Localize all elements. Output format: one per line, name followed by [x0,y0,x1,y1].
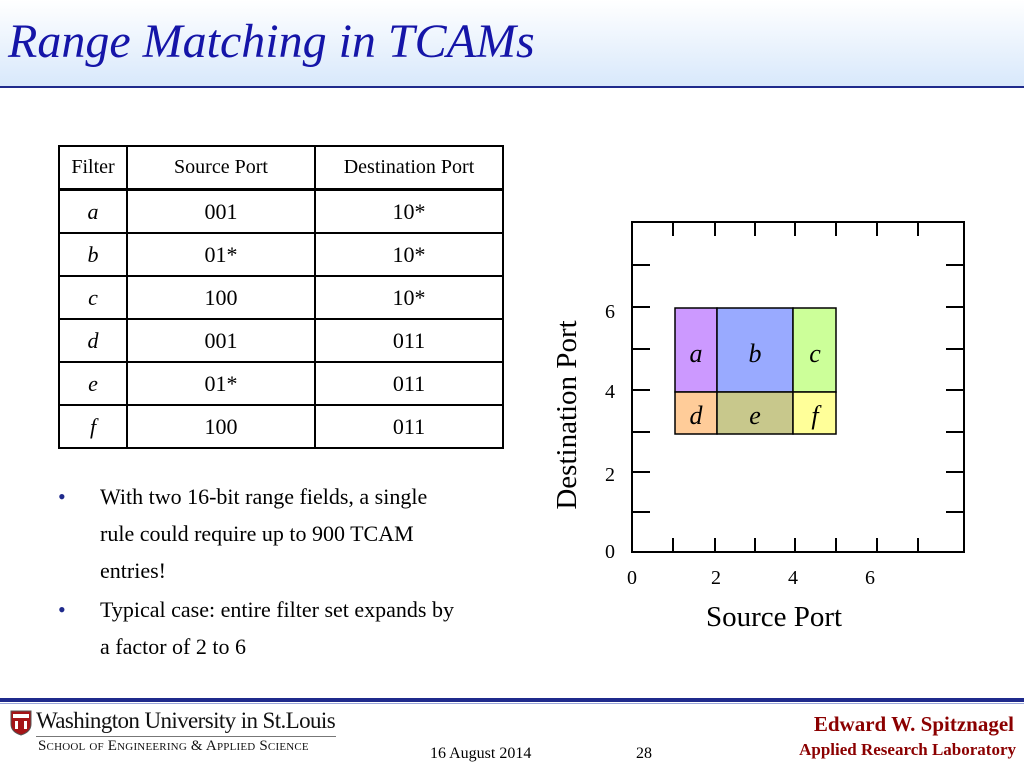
cell-filter: d [58,318,128,363]
header-destination-port: Destination Port [314,145,504,191]
bullet-text: Typical case: entire filter set expands … [100,597,454,659]
plot-frame [631,221,965,553]
title-divider [0,86,1024,88]
y-tick-label: 4 [605,381,615,403]
footer-author: Edward W. Spitznagel [813,712,1014,736]
region-label-a: a [690,339,703,368]
tick-marks [632,222,964,552]
cell-filter: a [58,188,128,234]
region-e [716,391,794,435]
cell-dest: 10* [314,275,504,320]
cell-dest: 10* [314,232,504,277]
table-row: a 001 10* [58,188,504,234]
cell-dest: 10* [314,188,504,234]
cell-source: 100 [126,275,316,320]
x-tick-label: 6 [865,567,875,589]
university-name: Washington University in St.Louis [36,708,336,733]
region-d [674,391,718,435]
x-axis-label: Source Port [706,601,842,633]
region-label-f: f [811,401,822,430]
cell-dest: 011 [314,318,504,363]
school-name: School of Engineering & Applied Science [38,738,309,754]
port-range-diagram: a b c d e f 6 4 2 0 0 2 4 6 Source Port … [551,221,965,633]
cell-filter: f [58,404,128,449]
slide-title: Range Matching in TCAMs [8,15,535,68]
region-label-c: c [809,339,821,368]
title-bar [0,0,1024,86]
y-tick-label: 0 [605,541,615,563]
region-label-e: e [749,401,761,430]
cell-source: 01* [126,232,316,277]
header-source-port: Source Port [126,145,316,191]
bullet-dot-icon: • [58,597,66,622]
x-tick-label: 2 [711,567,721,589]
bullet-list: • With two 16-bit range fields, a single… [58,478,458,667]
footer-divider [0,698,1024,702]
cell-dest: 011 [314,404,504,449]
footer-lab: Applied Research Laboratory [799,740,1016,759]
cell-filter: c [58,275,128,320]
logo-divider [36,736,336,737]
footer-date: 16 August 2014 [430,745,532,762]
region-f [792,391,837,435]
cell-source: 01* [126,361,316,406]
x-tick-label: 4 [788,567,798,589]
header-filter: Filter [58,145,128,191]
y-tick-label: 2 [605,464,615,486]
bullet-dot-icon: • [58,484,66,509]
cell-filter: b [58,232,128,277]
filter-table: Filter Source Port Destination Port a 00… [58,145,504,449]
y-axis-label: Destination Port [551,320,583,509]
cell-source: 001 [126,318,316,363]
crest-icon [10,710,32,736]
region-label-b: b [749,339,762,368]
bullet-item: • Typical case: entire filter set expand… [58,591,458,665]
university-logo: Washington University in St.Louis School… [10,708,340,760]
page-number: 28 [636,745,652,762]
table-row: e 01* 011 [58,361,504,406]
bullet-item: • With two 16-bit range fields, a single… [58,478,458,589]
cell-source: 001 [126,188,316,234]
table-row: b 01* 10* [58,232,504,277]
cell-source: 100 [126,404,316,449]
region-label-d: d [690,401,704,430]
y-tick-label: 6 [605,301,615,323]
footer-divider-thin [0,703,1024,704]
table-header-row: Filter Source Port Destination Port [58,145,504,191]
table-row: c 100 10* [58,275,504,320]
cell-dest: 011 [314,361,504,406]
x-tick-label: 0 [627,567,637,589]
bullet-text: With two 16-bit range fields, a single r… [100,484,428,583]
cell-filter: e [58,361,128,406]
table-row: d 001 011 [58,318,504,363]
table-row: f 100 011 [58,404,504,449]
